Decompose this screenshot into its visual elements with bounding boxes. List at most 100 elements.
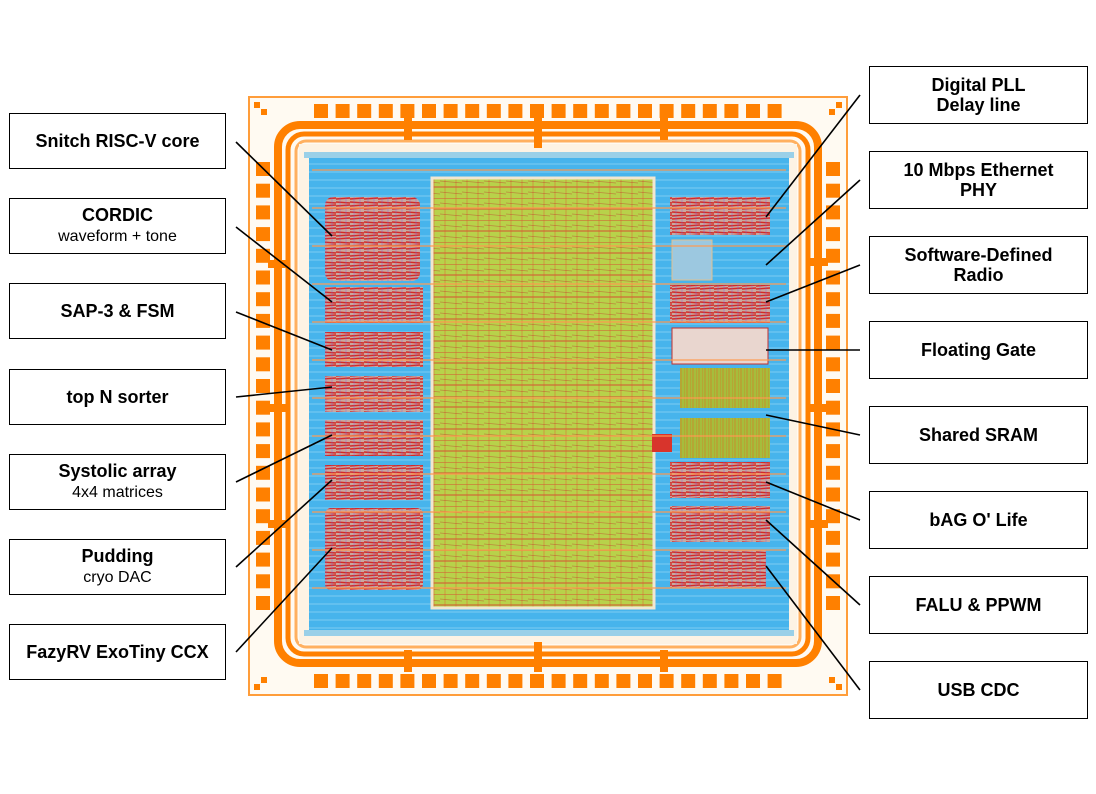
io-pad <box>256 444 270 459</box>
io-pad <box>256 227 270 242</box>
io-pad <box>826 313 840 328</box>
label-shared-sram: Shared SRAM <box>869 406 1088 464</box>
io-pad <box>256 487 270 502</box>
label-pudding: Pudding cryo DAC <box>9 539 226 595</box>
io-pad <box>422 674 436 688</box>
io-pad <box>826 205 840 220</box>
io-pad <box>826 552 840 567</box>
leader-line-snitch <box>235 141 333 237</box>
leader-line-sdr <box>765 264 861 303</box>
leader-line-systolic <box>235 434 333 483</box>
io-pad <box>638 674 652 688</box>
io-pad <box>465 104 480 118</box>
io-pad <box>256 465 270 480</box>
label-top-n-sorter: top N sorter <box>9 369 226 425</box>
leader-line-pll <box>765 94 861 218</box>
io-pad <box>256 422 270 437</box>
io-pad <box>486 104 501 118</box>
io-pad <box>422 104 436 118</box>
io-pad <box>256 248 270 263</box>
io-pad <box>724 674 739 688</box>
label-usb-cdc: USB CDC <box>869 661 1088 719</box>
label-title: top N sorter <box>66 386 169 407</box>
io-pad <box>767 104 782 118</box>
io-pad <box>335 674 350 688</box>
label-line1: Software-Defined <box>904 245 1053 265</box>
io-pad <box>508 674 523 688</box>
label-line1: bAG O' Life <box>929 510 1028 530</box>
leader-line-ethernet <box>765 179 861 266</box>
leader-line-topn <box>235 386 333 398</box>
label-subtitle: waveform + tone <box>58 228 177 245</box>
io-pad <box>702 674 717 688</box>
power-straps <box>312 169 786 589</box>
io-pad <box>256 574 270 589</box>
leader-line-sram <box>765 414 861 436</box>
label-line1: Digital PLL <box>931 75 1026 95</box>
label-title: CORDIC <box>82 205 153 225</box>
io-pad <box>826 248 840 263</box>
io-pad <box>551 674 566 688</box>
io-pad <box>256 530 270 545</box>
io-pad <box>746 104 760 118</box>
io-pad <box>256 270 270 285</box>
label-line1: Shared SRAM <box>918 425 1039 445</box>
io-pad <box>826 487 840 502</box>
io-pad <box>508 104 523 118</box>
label-subtitle: cryo DAC <box>83 569 152 586</box>
io-pad <box>256 552 270 567</box>
io-pad <box>826 227 840 242</box>
central-logic <box>430 176 656 610</box>
label-line2: Radio <box>953 265 1004 285</box>
label-line2: PHY <box>959 180 997 200</box>
label-line2: Delay line <box>936 95 1021 115</box>
io-pad <box>826 596 840 610</box>
label-title: Snitch RISC-V core <box>35 130 200 151</box>
label-title: FazyRV ExoTiny CCX <box>26 641 209 662</box>
io-pad <box>826 400 840 415</box>
label-subtitle: 4x4 matrices <box>72 484 163 501</box>
io-pad <box>681 674 696 688</box>
io-pad <box>826 292 840 307</box>
io-pad <box>530 674 544 688</box>
io-pad <box>530 104 544 118</box>
label-line1: 10 Mbps Ethernet <box>903 160 1054 180</box>
corner-marks <box>254 102 842 690</box>
label-falu-ppwm: FALU & PPWM <box>869 576 1088 634</box>
io-pad <box>826 530 840 545</box>
label-cordic: CORDIC waveform + tone <box>9 198 226 254</box>
io-pad <box>594 104 609 118</box>
io-pad <box>256 400 270 415</box>
io-pad <box>659 104 674 118</box>
label-floating-gate: Floating Gate <box>869 321 1088 379</box>
io-pad <box>551 104 566 118</box>
leader-line-pudding <box>235 479 333 568</box>
io-pad <box>314 104 328 118</box>
power-rings <box>274 121 822 667</box>
io-pad <box>573 104 588 118</box>
io-pad <box>256 183 270 198</box>
io-pad <box>616 104 631 118</box>
io-pad <box>256 509 270 524</box>
io-pads <box>256 104 840 688</box>
io-pad <box>378 104 393 118</box>
leader-lines-right <box>765 94 861 691</box>
io-pad <box>659 674 674 688</box>
label-line1: Floating Gate <box>920 340 1036 360</box>
label-digital-pll: Digital PLL Delay line <box>869 66 1088 124</box>
leader-line-falu <box>765 519 861 606</box>
io-pad <box>826 183 840 198</box>
io-pad <box>314 674 328 688</box>
io-pad <box>256 335 270 350</box>
io-pad <box>826 379 840 393</box>
leader-line-sap3 <box>235 311 333 351</box>
leader-line-cordic <box>235 226 333 303</box>
label-line1: FALU & PPWM <box>915 595 1042 615</box>
label-ethernet-phy: 10 Mbps Ethernet PHY <box>869 151 1088 209</box>
io-pad <box>443 104 458 118</box>
io-pad <box>486 674 501 688</box>
leader-lines-left <box>235 141 333 653</box>
io-pad <box>400 104 415 118</box>
io-pad <box>256 205 270 220</box>
label-title: Systolic array <box>58 461 177 481</box>
